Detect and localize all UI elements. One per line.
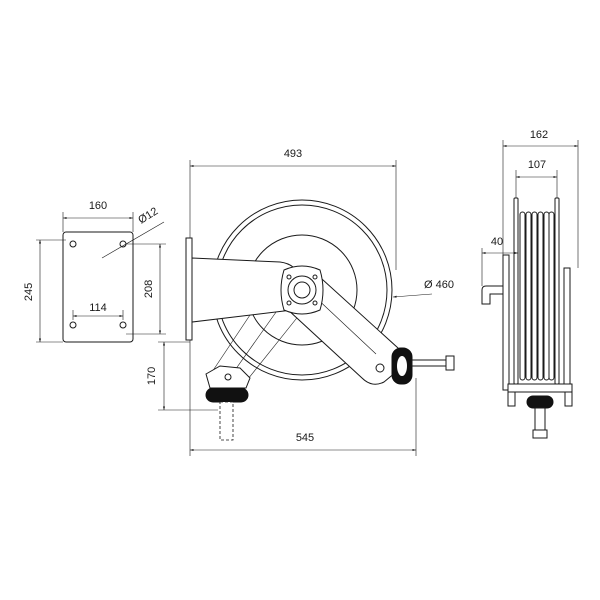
mount-hole-bottom-right bbox=[119, 321, 127, 329]
outlet-pipe bbox=[411, 359, 447, 367]
hub-bolt-3 bbox=[286, 300, 292, 306]
guide-roller-window bbox=[397, 356, 407, 376]
dim-plate-height-label: 245 bbox=[23, 283, 35, 301]
dim-side-width-label: 162 bbox=[530, 129, 548, 141]
mounting-plate-view: 160 Ø12 245 208 114 bbox=[23, 200, 166, 343]
dim-front-width-label: 493 bbox=[284, 148, 302, 160]
side-foot-left bbox=[507, 391, 516, 407]
inlet-elbow bbox=[481, 285, 504, 305]
mount-hole-bottom-left bbox=[69, 321, 77, 329]
ghost-guide-bracket bbox=[205, 365, 251, 389]
side-bracket-right bbox=[563, 267, 571, 391]
hose-coil-6 bbox=[548, 211, 555, 381]
hub-plate bbox=[280, 265, 324, 315]
dim-hole-vertical-label: 208 bbox=[143, 280, 155, 298]
ghost-guide-roller bbox=[205, 387, 249, 403]
dim-drum-width-label: 107 bbox=[528, 159, 546, 171]
drum-flange-left bbox=[513, 197, 519, 385]
hub-bolt-2 bbox=[312, 274, 318, 280]
dim-hole-diameter-leader bbox=[101, 221, 165, 259]
side-wall-plate bbox=[502, 254, 510, 391]
side-base-bar bbox=[507, 383, 573, 393]
dim-reel-diameter-leader bbox=[392, 293, 433, 298]
side-guide-roller bbox=[526, 395, 554, 409]
ghost-hose-fitting bbox=[219, 401, 234, 441]
hose-coil-3 bbox=[531, 211, 538, 381]
wall-bracket-plate bbox=[185, 237, 193, 341]
swing-arm-pivot bbox=[375, 363, 385, 373]
drum-flange-right bbox=[554, 197, 560, 385]
hose-coil-2 bbox=[525, 211, 532, 381]
side-foot-right bbox=[564, 391, 573, 407]
ghost-arm-line-3 bbox=[243, 313, 301, 385]
ghost-guide-pin bbox=[224, 373, 232, 381]
hose-coil-1 bbox=[519, 211, 526, 381]
mounting-plate bbox=[62, 231, 134, 343]
dim-hole-diameter-label: Ø12 bbox=[136, 205, 160, 226]
dim-outlet-drop-label: 170 bbox=[146, 367, 158, 385]
hub-bolt-1 bbox=[286, 274, 292, 280]
dim-overall-length-label: 545 bbox=[296, 432, 314, 444]
outlet-fitting bbox=[445, 355, 455, 371]
dim-hole-horizontal-label: 114 bbox=[89, 302, 107, 314]
side-view: 162 107 40 bbox=[481, 129, 579, 439]
dim-reel-diameter-label: Ø 460 bbox=[424, 279, 454, 291]
front-view: 493 Ø 460 bbox=[146, 148, 455, 456]
hub-center bbox=[293, 281, 311, 299]
mount-hole-top-left bbox=[69, 240, 77, 248]
dim-plate-width-label: 160 bbox=[89, 200, 107, 212]
side-hose-nut bbox=[532, 429, 548, 439]
swing-arm-inner-line bbox=[311, 293, 377, 355]
hub-flange bbox=[287, 275, 317, 305]
hose-coil-4 bbox=[537, 211, 544, 381]
side-hose-fitting bbox=[534, 407, 546, 431]
hub-bolt-4 bbox=[312, 300, 318, 306]
dim-outlet-offset-label: 40 bbox=[491, 236, 503, 248]
hose-coil-5 bbox=[543, 211, 550, 381]
